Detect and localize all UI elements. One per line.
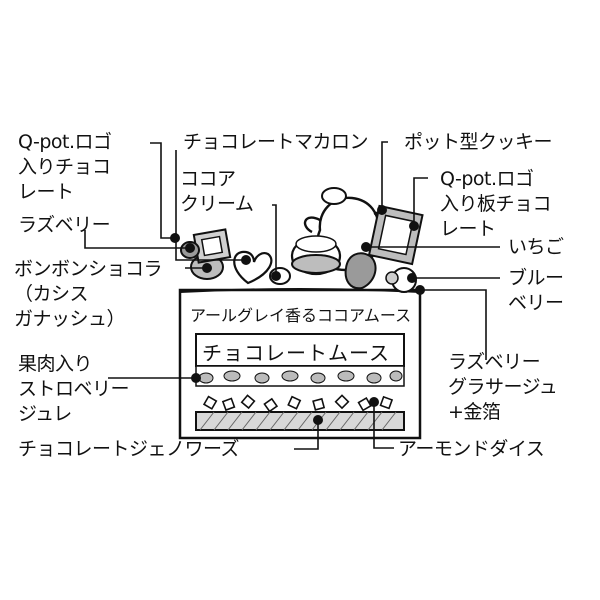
label-raspberry: ラズベリー (18, 214, 111, 236)
label-qpot-logo-choco: Q-pot.ロゴ 入りチョコ レート (18, 131, 112, 203)
label-genoise: チョコレートジェノワーズ (18, 438, 240, 460)
qpot-logo-choco-shape (192, 228, 232, 264)
choco-mousse-box (195, 333, 405, 367)
label-cocoa-cream: ココア クリーム (180, 168, 254, 215)
label-macaron: チョコレートマカロン (183, 131, 369, 153)
label-pot-cookie: ポット型クッキー (404, 131, 553, 153)
qpot-board-choco-shape (367, 204, 424, 266)
choco-mousse-label: チョコレートムース (202, 341, 390, 365)
genoise-layer (195, 411, 405, 431)
label-almond: アーモンドダイス (398, 438, 545, 460)
label-blueberry: ブルー ベリー (508, 267, 564, 314)
label-raspberry-glacage: ラズベリー グラサージュ +金箔 (448, 351, 558, 423)
leader-lines (84, 141, 500, 450)
macaron-shape (290, 235, 342, 276)
raspberry-glacage-edge (179, 288, 421, 293)
leader-dots (170, 205, 425, 425)
heart-shape (233, 250, 273, 285)
almond-dice (202, 394, 394, 413)
earl-grey-mousse-label: アールグレイ香るココアムース (190, 306, 412, 325)
fruit-jelly-pieces (198, 370, 403, 384)
label-strawberry: いちご (508, 236, 564, 258)
label-qpot-board-choco: Q-pot.ロゴ 入り板チョコ レート (440, 168, 552, 240)
strawberry-shape (344, 252, 377, 290)
genoise-hatch (199, 411, 397, 431)
label-bonbon: ボンボンショコラ （カシス ガナッシュ） (14, 258, 163, 330)
label-fruit-jelly: 果肉入り ストロベリー ジュレ (18, 353, 130, 425)
